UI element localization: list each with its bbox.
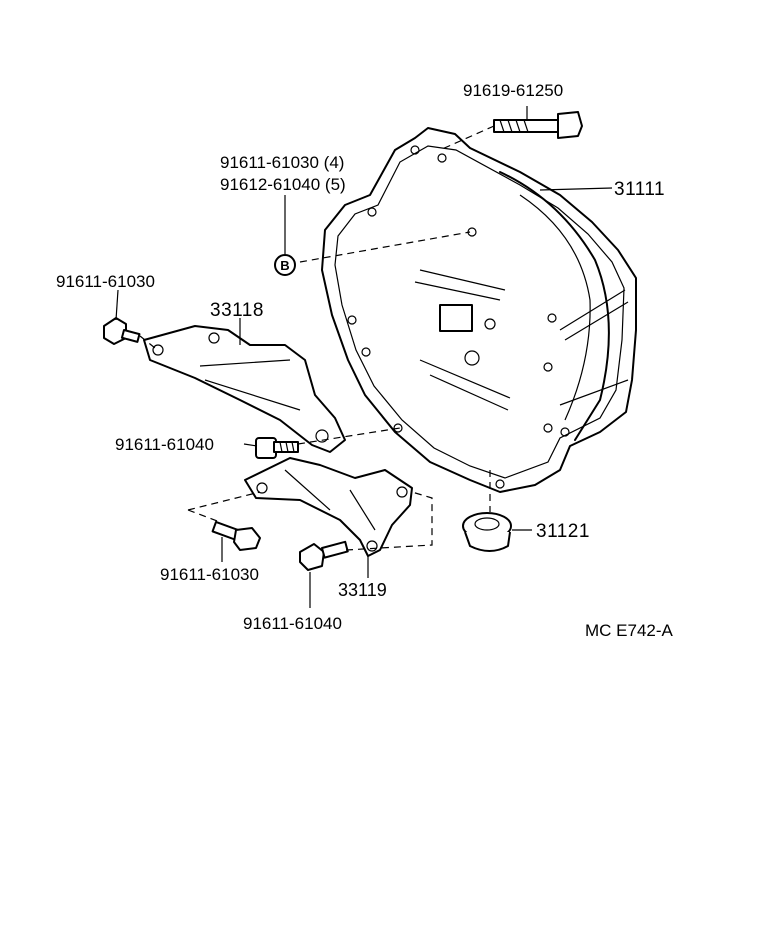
marker-b-letter: B — [280, 258, 289, 273]
label-housing: 31111 — [614, 179, 665, 200]
label-bolt-lower-left: 91611-61030 — [160, 565, 259, 584]
dashed-assembly-lines — [139, 231, 491, 551]
bracket-33119 — [244, 457, 413, 557]
label-bracket-upper: 33118 — [210, 300, 264, 321]
bolt-91611-61040-mid — [255, 437, 299, 459]
label-bracket-lower: 33119 — [338, 580, 387, 600]
clutch-housing-31111 — [321, 127, 637, 493]
bolt-91611-61030-upper — [103, 317, 141, 345]
bracket-33118 — [143, 325, 346, 453]
label-bolt-mid-left: 91611-61040 — [115, 435, 214, 454]
marker-b: B — [274, 254, 296, 276]
label-bolt-lower-mid: 91611-61040 — [243, 614, 342, 633]
bolt-91611-61030-lower — [211, 521, 261, 551]
label-bolt-group-b: 91612-61040 (5) — [220, 175, 346, 194]
label-diagram-code: MC E742-A — [585, 621, 674, 640]
leader-lines — [115, 106, 613, 608]
bolt-91619-61250 — [439, 111, 583, 151]
label-bolt-top: 91619-61250 — [463, 81, 563, 100]
label-bolt-group-a: 91611-61030 (4) — [220, 153, 344, 172]
bolt-91611-61040-lower — [299, 540, 349, 571]
label-plug: 31121 — [536, 521, 590, 542]
plug-31121 — [462, 512, 512, 552]
label-bolt-upper-left: 91611-61030 — [56, 272, 155, 291]
